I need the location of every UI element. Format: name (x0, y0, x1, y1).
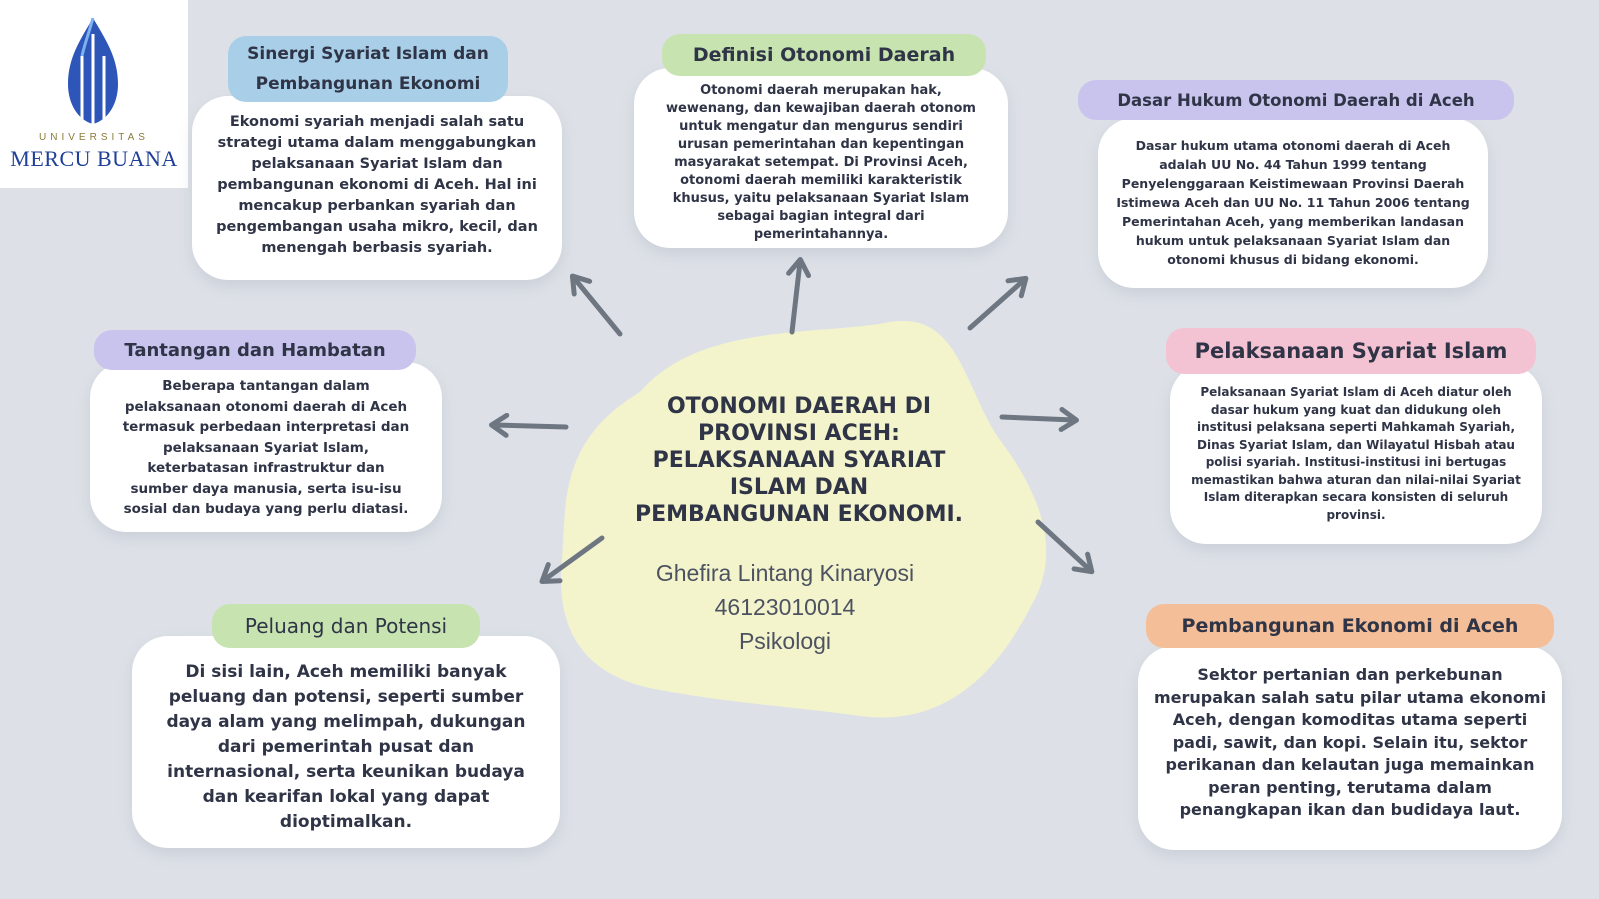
card-definisi: Otonomi daerah merupakan hak, wewenang, … (634, 68, 1008, 248)
card-line: otonomi khusus di bidang ekonomi. (1167, 252, 1419, 267)
card-line: peran penting, terutama dalam (1208, 777, 1492, 797)
card-line: dan kearifan lokal yang dapat (202, 787, 490, 807)
card-line: Aceh, dengan komoditas utama seperti (1172, 710, 1528, 729)
author-name: Ghefira Lintang Kinaryosi (655, 560, 915, 586)
arrow-to-pembangunan (1035, 519, 1095, 575)
card-line: termasuk perbedaan interpretasi dan (122, 419, 410, 435)
title-line: Pembangunan Ekonomi (255, 74, 481, 94)
card-line: Ekonomi syariah menjadi salah satu (229, 114, 525, 130)
card-line: Beberapa tantangan dalam (162, 378, 370, 394)
card-line: pelaksanaan Syariat Islam dan (251, 156, 503, 172)
card-peluang: Di sisi lain, Aceh memiliki banyak pelua… (132, 636, 560, 848)
card-line: menengah berbasis syariah. (261, 240, 493, 256)
title-tantangan: Tantangan dan Hambatan (94, 330, 416, 370)
card-line: otonomi daerah memiliki karakteristik (680, 173, 962, 188)
card-tantangan: Beberapa tantangan dalam pelaksanaan oto… (90, 362, 442, 532)
card-line: adalah UU No. 44 Tahun 1999 tentang (1159, 157, 1427, 172)
card-line: strategi utama dalam menggabungkan (217, 135, 537, 151)
arrow-to-sinergi (569, 273, 623, 337)
card-dasar-hukum: Dasar hukum utama otonomi daerah di Aceh… (1098, 118, 1488, 288)
card-line: mencakup perbankan syariah dan (238, 198, 516, 214)
arrow-to-tantangan (489, 412, 569, 438)
card-line: Sektor pertanian dan perkebunan (1197, 665, 1503, 684)
card-line: dioptimalkan. (279, 812, 413, 832)
logo-name: MERCU BUANA (10, 146, 178, 171)
card-line: pelaksanaan Syariat Islam, (163, 439, 369, 456)
card-line: Penyelenggaraan Keistimewaan Provinsi Da… (1121, 176, 1465, 191)
card-sinergi: Ekonomi syariah menjadi salah satu strat… (192, 96, 562, 280)
card-line: khusus, yaitu pelaksanaan Syariat Islam (672, 191, 970, 206)
arrow-to-peluang (539, 535, 605, 584)
card-line: penangkapan ikan dan budidaya laut. (1179, 800, 1521, 819)
study-program: Psikologi (738, 628, 832, 654)
card-line: daya alam yang melimpah, dukungan (166, 712, 526, 732)
arrow-to-pelaksanaan (999, 406, 1079, 432)
card-line: Istimewa Aceh dan UU No. 11 Tahun 2006 t… (1116, 195, 1470, 210)
title-definisi: Definisi Otonomi Daerah (662, 34, 986, 76)
flame-logo-icon (68, 17, 118, 124)
arrow-to-dasar (967, 275, 1029, 331)
card-line: pelaksanaan otonomi daerah di Aceh (124, 398, 408, 415)
card-line: Dinas Syariat Islam, dan Wilayatul Hisba… (1197, 437, 1515, 452)
card-line: sosial dan budaya yang perlu diatasi. (123, 501, 409, 517)
title-dasar-hukum: Dasar Hukum Otonomi Daerah di Aceh (1078, 80, 1514, 120)
student-id: 46123010014 (714, 594, 856, 620)
center-title: OTONOMI DAERAH DI PROVINSI ACEH: PELAKSA… (624, 393, 974, 528)
card-line: Di sisi lain, Aceh memiliki banyak (185, 662, 507, 682)
card-line: wewenang, dan kewajiban daerah otonom (666, 101, 976, 116)
card-line: hukum untuk pelaksanaan Syariat Islam da… (1135, 233, 1451, 248)
card-line: Pemerintahan Aceh, yang memberikan landa… (1121, 214, 1464, 229)
title-pelaksanaan: Pelaksanaan Syariat Islam (1166, 328, 1536, 374)
card-line: masyarakat setempat. Di Provinsi Aceh, (674, 155, 968, 170)
card-line: pembangunan ekonomi di Aceh. Hal ini (217, 177, 537, 193)
card-line: pemerintahannya. (753, 227, 889, 242)
center-title-line: OTONOMI DAERAH DI (666, 394, 932, 419)
center-title-line: PELAKSANAAN SYARIAT (652, 448, 946, 473)
center-title-line: PEMBANGUNAN EKONOMI. (634, 502, 964, 527)
card-line: memastikan bahwa aturan dan nilai-nilai … (1191, 472, 1521, 487)
card-line: merupakan salah satu pilar utama ekonomi (1153, 687, 1547, 707)
card-line: pengembangan usaha mikro, kecil, dan (216, 219, 538, 235)
title-sinergi: Sinergi Syariat Islam dan Pembangunan Ek… (228, 36, 508, 102)
card-line: internasional, serta keunikan budaya (167, 762, 525, 782)
card-line: Islam diterapkan secara konsisten di sel… (1203, 490, 1509, 504)
card-line: institusi pelaksana seperti Mahkamah Sya… (1196, 420, 1516, 434)
center-title-line: PROVINSI ACEH: (698, 421, 900, 446)
card-pelaksanaan: Pelaksanaan Syariat Islam di Aceh diatur… (1170, 364, 1542, 544)
card-line: peluang dan potensi, seperti sumber (168, 687, 524, 707)
title-peluang: Peluang dan Potensi (212, 604, 480, 648)
title-pembangunan: Pembangunan Ekonomi di Aceh (1146, 604, 1554, 648)
card-line: urusan pemerintahan dan kepentingan (677, 137, 965, 152)
card-line: sumber daya manusia, serta isu-isu (130, 480, 402, 497)
card-pembangunan: Sektor pertanian dan perkebunan merupaka… (1138, 646, 1562, 850)
card-line: padi, sawit, dan kopi. Selain itu, sekto… (1172, 732, 1528, 752)
arrow-to-definisi (786, 257, 812, 335)
card-line: polisi syariah. Institusi-institusi ini … (1205, 455, 1507, 469)
card-line: keterbatasan infrastruktur dan (147, 460, 385, 476)
card-line: dasar hukum yang kuat dan didukung oleh (1210, 402, 1502, 417)
card-line: sebagai bagian integral dari (717, 209, 925, 224)
card-line: dari pemerintah pusat dan (217, 737, 475, 757)
title-line: Sinergi Syariat Islam dan (247, 44, 489, 64)
logo-subtitle: UNIVERSITAS (39, 132, 149, 143)
card-line: Pelaksanaan Syariat Islam di Aceh diatur… (1200, 385, 1512, 399)
card-line: perikanan dan kelautan juga memainkan (1165, 755, 1535, 774)
card-line: Dasar hukum utama otonomi daerah di Aceh (1135, 138, 1451, 153)
card-line: Otonomi daerah merupakan hak, (700, 83, 942, 98)
card-line: provinsi. (1326, 507, 1386, 522)
center-title-line: ISLAM DAN (729, 475, 869, 500)
university-logo: UNIVERSITAS MERCU BUANA (0, 0, 188, 188)
card-line: untuk mengatur dan mengurus sendiri (679, 119, 963, 134)
